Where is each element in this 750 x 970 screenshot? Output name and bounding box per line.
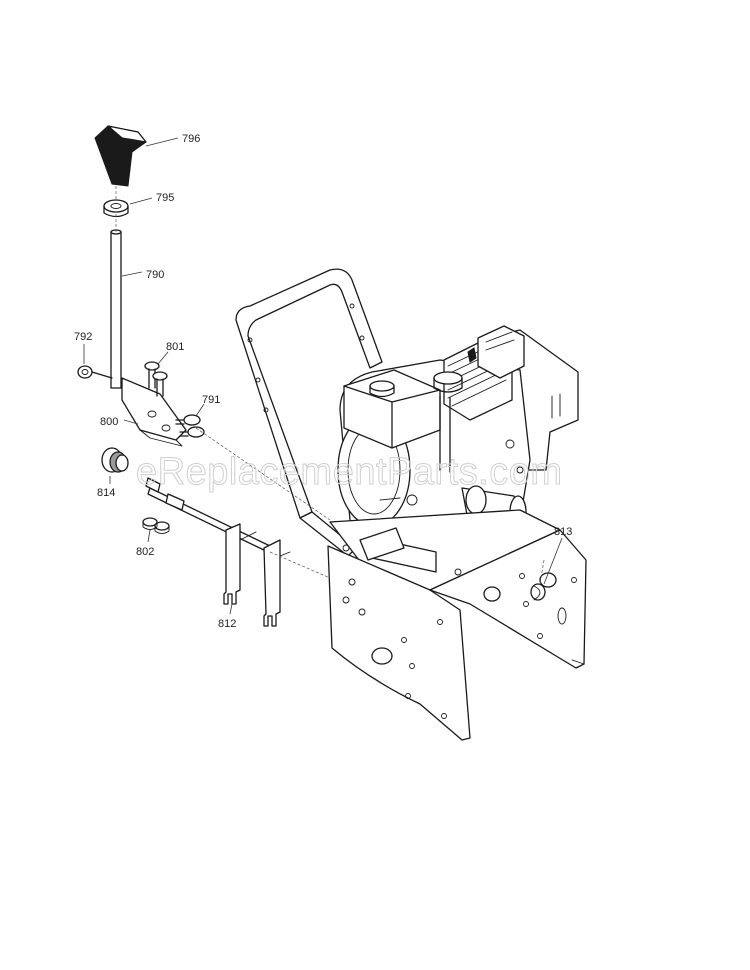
clip-792 xyxy=(77,365,113,379)
chassis-frame xyxy=(327,509,587,741)
bolts-801 xyxy=(144,361,168,397)
callout-791: 791 xyxy=(202,394,220,406)
callout-792: 792 xyxy=(74,331,92,343)
clip-813 xyxy=(530,583,546,601)
callout-812: 812 xyxy=(218,618,236,630)
watermark: eReplacementParts.com xyxy=(136,451,563,493)
bracket-800 xyxy=(121,377,187,447)
callout-801: 801 xyxy=(166,341,184,353)
shift-knob-796 xyxy=(94,125,147,187)
callout-802: 802 xyxy=(136,546,154,558)
engine xyxy=(337,325,579,541)
callout-800: 800 xyxy=(100,416,118,428)
shift-rod-790 xyxy=(110,229,122,389)
callout-813: 813 xyxy=(554,526,572,538)
bushing-814 xyxy=(101,447,129,473)
nuts-802 xyxy=(142,517,170,534)
callout-795: 795 xyxy=(156,192,174,204)
nut-795 xyxy=(103,199,129,218)
frame-handle xyxy=(235,268,383,557)
callout-790: 790 xyxy=(146,269,164,281)
shift-forks-812 xyxy=(223,523,291,627)
assembly-lines xyxy=(115,186,545,585)
callout-796: 796 xyxy=(182,133,200,145)
callout-814: 814 xyxy=(97,487,115,499)
screws-791 xyxy=(175,414,205,438)
callout-labels: 796 795 790 792 801 791 800 814 802 812 … xyxy=(74,133,572,630)
leader-lines xyxy=(83,137,563,615)
